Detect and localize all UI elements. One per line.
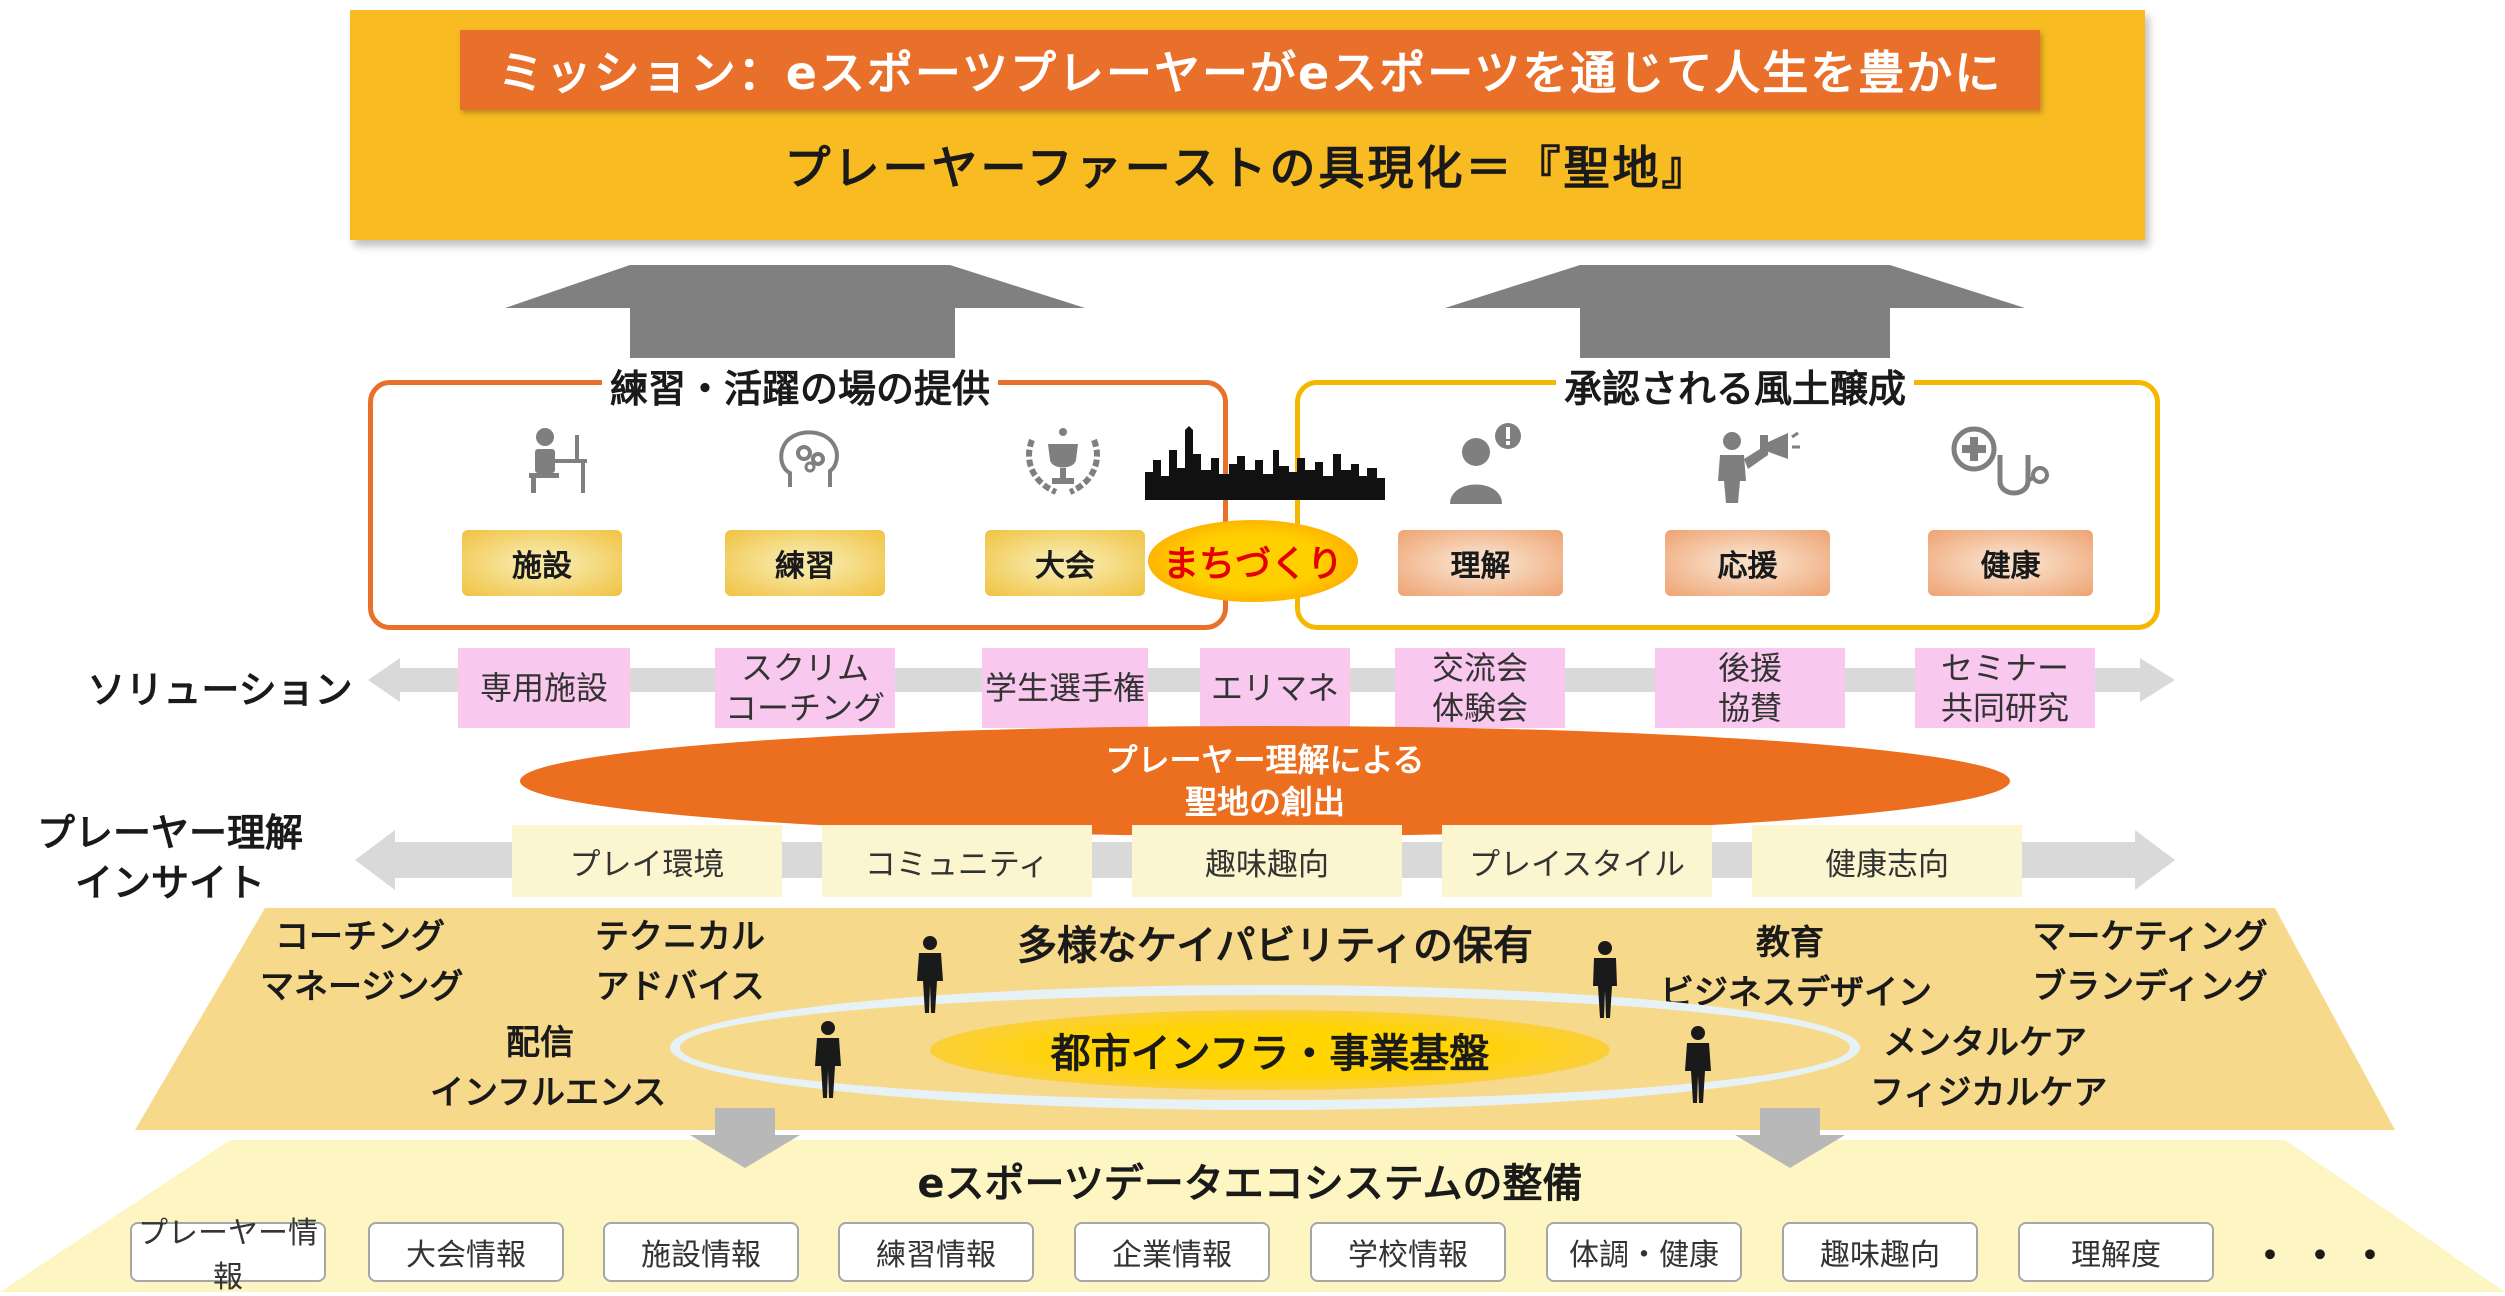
insight-item: 健康志向 — [1752, 825, 2022, 897]
person-figure-icon — [805, 1020, 851, 1100]
capability-coaching: コーチング — [275, 917, 445, 957]
insight-item: プレイスタイル — [1442, 825, 1712, 897]
brain-gears-icon — [770, 425, 850, 495]
infra-ring — [670, 985, 1860, 1110]
solution-item: 交流会体験会 — [1395, 648, 1565, 728]
more-ellipsis: ・・・ — [2250, 1233, 2400, 1279]
mission-subtitle: プレーヤーファーストの具現化＝『聖地』 — [784, 141, 1711, 195]
solution-item: エリマネ — [1200, 648, 1350, 728]
person-figure-icon — [1675, 1025, 1721, 1105]
person-figure-icon — [1585, 940, 1625, 1020]
capability-managing: マネージング — [260, 967, 464, 1007]
solution-item: 後援協賛 — [1655, 648, 1845, 728]
solution-item: 学生選手権 — [982, 648, 1148, 728]
solution-item: セミナー共同研究 — [1915, 648, 2095, 728]
capability-streaming-influence: 配信 インフルエンス — [430, 1023, 667, 1113]
pill-support: 応援 — [1665, 530, 1830, 596]
person-exclamation-icon — [1440, 420, 1530, 505]
capability-mental-physical-care: メンタルケア フィジカルケア — [1870, 1023, 2108, 1113]
data-item: 体調・健康 — [1546, 1222, 1742, 1282]
infra-label: 都市インフラ・事業基盤 — [1050, 1031, 1490, 1077]
pill-tournament: 大会 — [985, 530, 1145, 596]
down-arrow-left — [690, 1108, 800, 1168]
data-item: 趣味趣向 — [1782, 1222, 1978, 1282]
data-item: プレーヤー情報 — [130, 1216, 326, 1295]
pill-understanding: 理解 — [1398, 530, 1563, 596]
pillar-recognition-title-wrap: 承認される風土醸成 — [1495, 357, 1975, 413]
city-skyline-icon — [1145, 420, 1385, 500]
desk-worker-icon — [515, 425, 595, 495]
infra-glow — [930, 1010, 1610, 1090]
solution-item: スクリムコーチング — [715, 648, 895, 728]
capability-title: 多様なケイパビリティの保有 — [1017, 923, 1533, 969]
capability-marketing-branding: マーケティング ブランディング — [2032, 917, 2268, 1007]
capability-education-business: 教育 ビジネスデザイン — [1660, 923, 1932, 1013]
pill-health: 健康 — [1928, 530, 2093, 596]
sanctuary-creation-oval: プレーヤー理解による聖地の創出 — [520, 726, 2010, 836]
solution-item: 専用施設 — [458, 648, 630, 728]
data-item: 理解度 — [2018, 1222, 2214, 1282]
data-item: 企業情報 — [1074, 1222, 1270, 1282]
insight-item: 趣味趣向 — [1132, 825, 1402, 897]
up-arrow-left — [505, 265, 1085, 378]
pill-town-development: まちづくり — [1148, 520, 1358, 602]
mission-title: ミッション：eスポーツプレーヤーがeスポーツを通じて人生を豊かに — [460, 30, 2040, 110]
insight-item: コミュニティ — [822, 825, 1092, 897]
pill-facility: 施設 — [462, 530, 622, 596]
up-arrow-right — [1445, 265, 2025, 378]
insight-label: プレーヤー理解 インサイト — [36, 811, 303, 905]
pillar-recognition-title: 承認される風土醸成 — [1555, 357, 1914, 413]
trophy-laurel-icon — [1018, 420, 1108, 500]
cheering-megaphone-icon — [1710, 425, 1800, 505]
medical-stethoscope-icon — [1950, 425, 2050, 510]
capability-technical-advice: テクニカル アドバイス — [595, 917, 765, 1007]
pillar-practice-title-wrap: 練習・活躍の場の提供 — [560, 357, 1040, 413]
solution-label: ソリューション — [87, 668, 353, 712]
ecosystem-title: eスポーツデータエコシステムの整備 — [917, 1161, 1583, 1207]
person-figure-icon — [905, 935, 955, 1015]
down-arrow-right — [1735, 1108, 1845, 1168]
pillar-practice-title: 練習・活躍の場の提供 — [601, 357, 998, 413]
data-item: 学校情報 — [1310, 1222, 1506, 1282]
data-item: 大会情報 — [368, 1222, 564, 1282]
data-item: 施設情報 — [603, 1222, 799, 1282]
insight-item: プレイ環境 — [512, 825, 782, 897]
data-item: 練習情報 — [838, 1222, 1034, 1282]
pill-practice: 練習 — [725, 530, 885, 596]
